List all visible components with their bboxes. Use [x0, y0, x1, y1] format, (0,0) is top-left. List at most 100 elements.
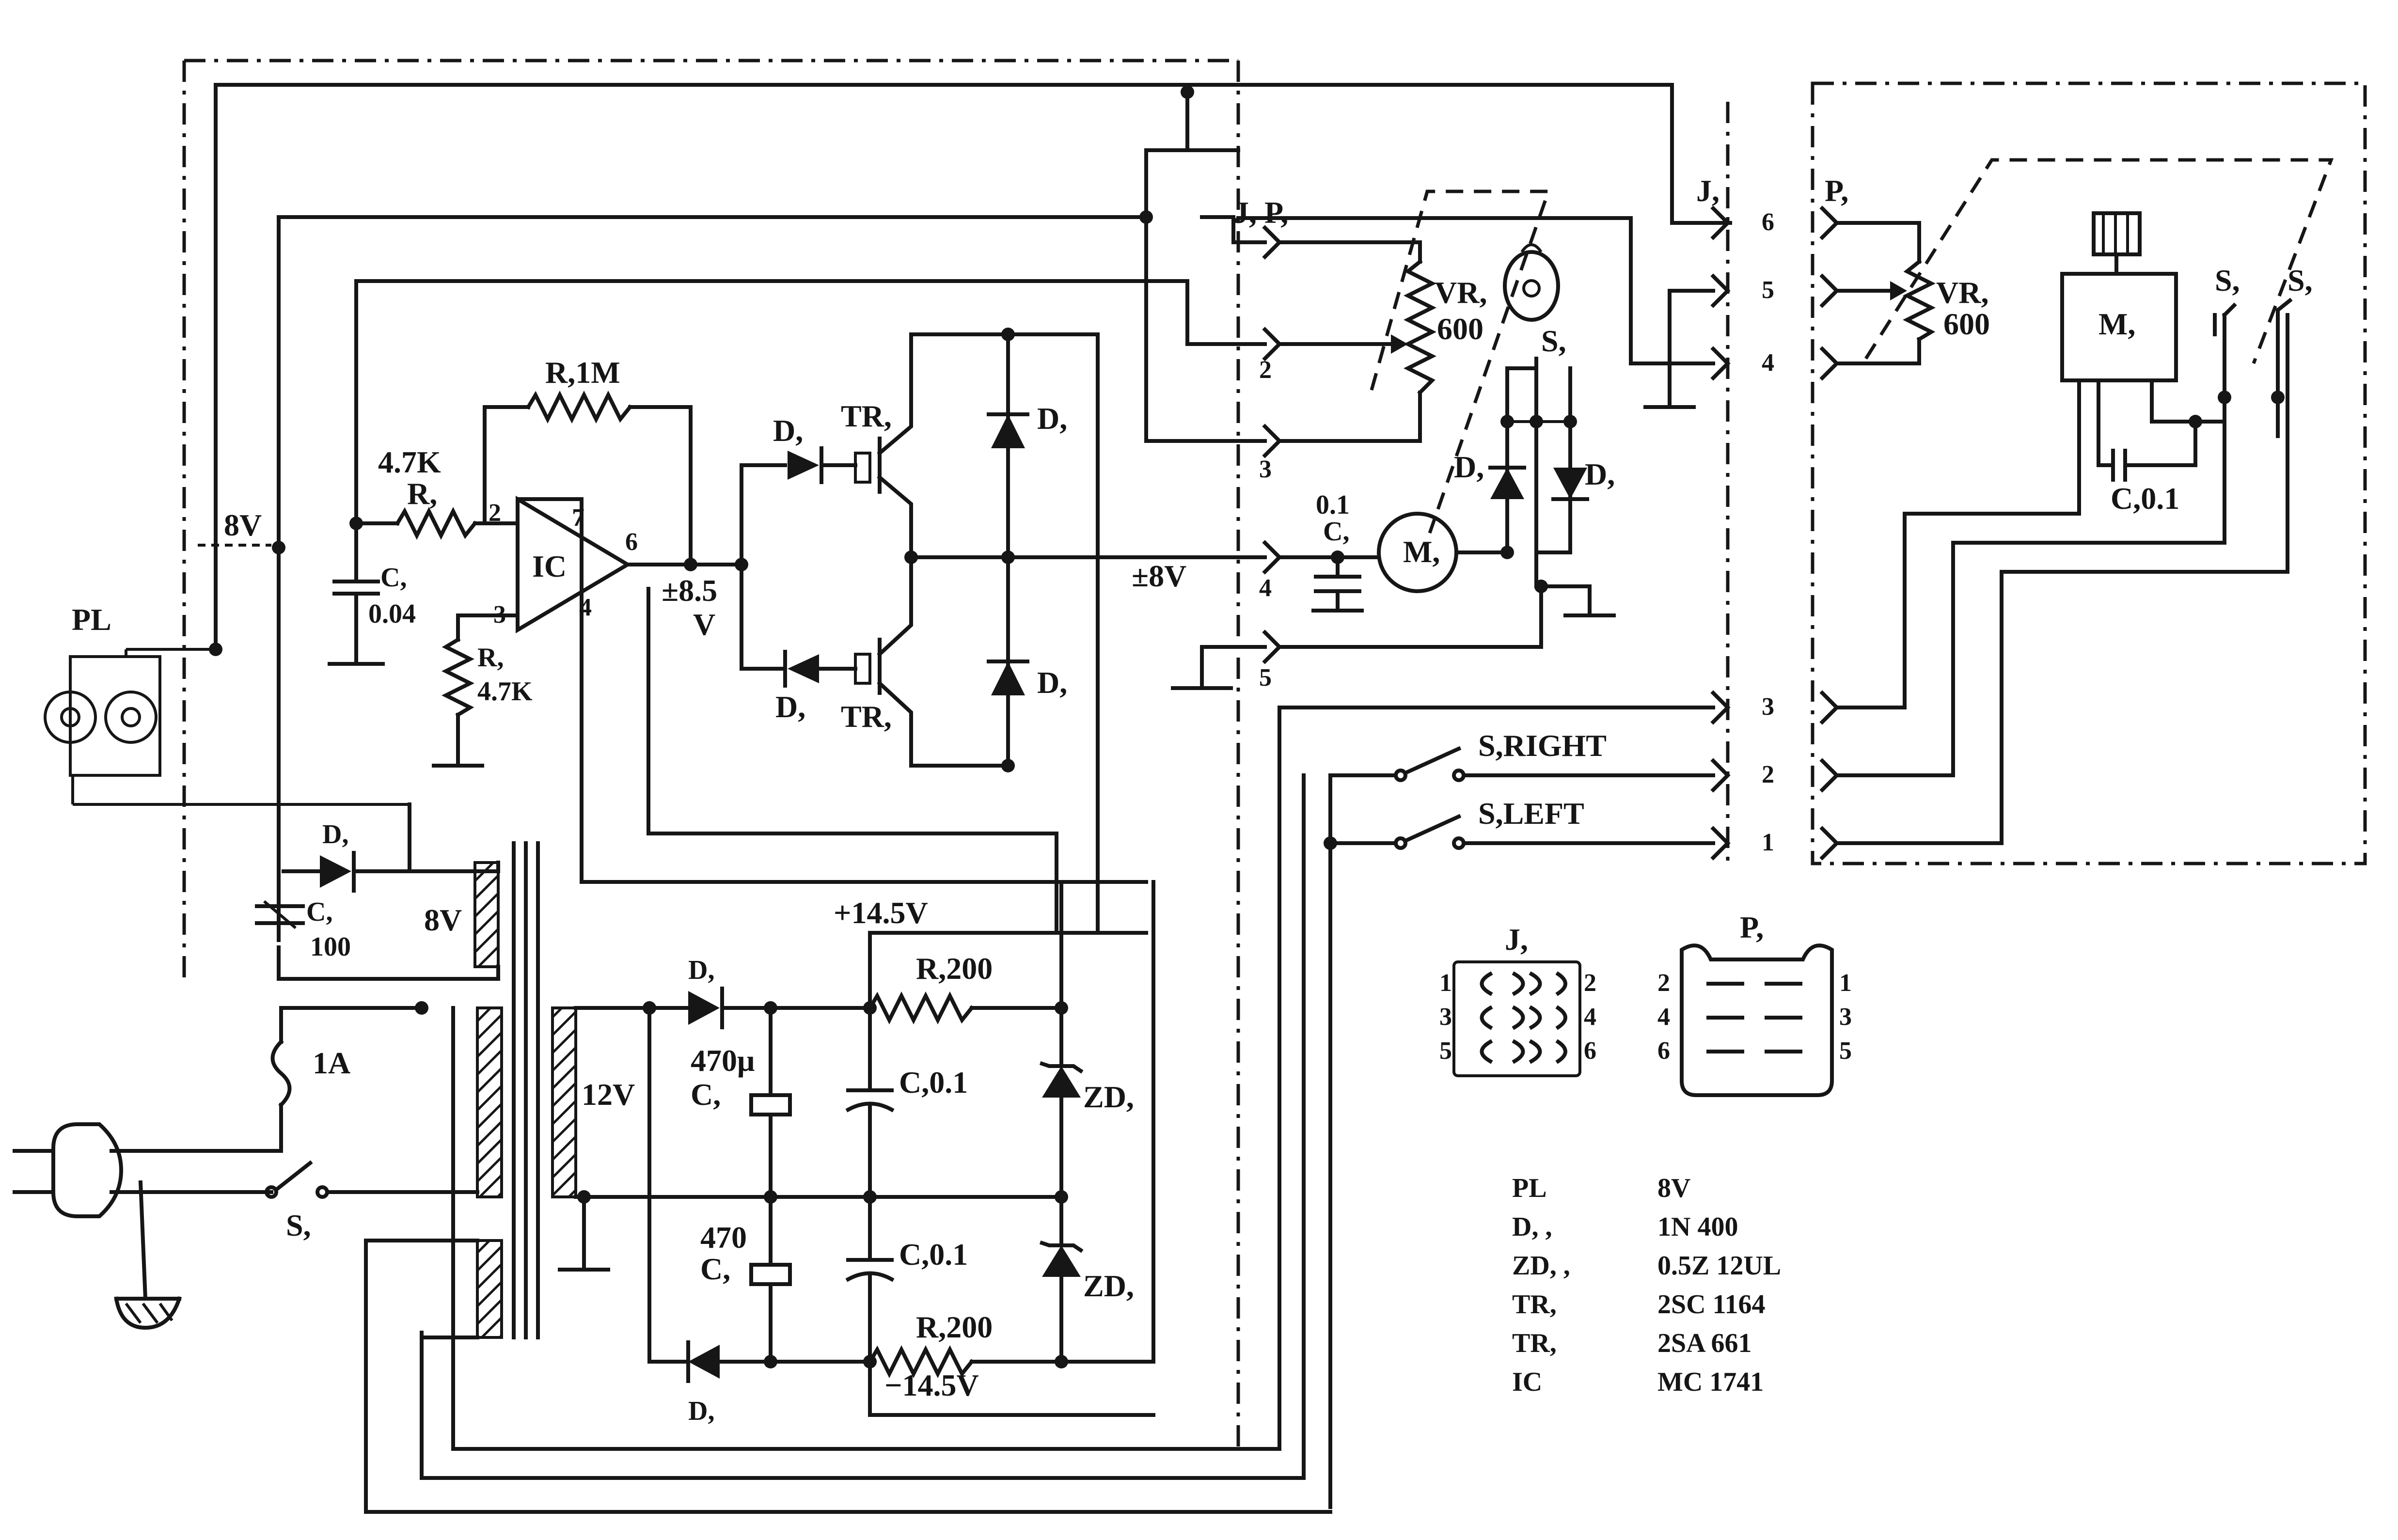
label-v-pm8-5: ±8.5: [662, 573, 717, 608]
label-vr-left-value: 600: [1437, 312, 1483, 346]
label-c-0-04-value: 0.04: [368, 599, 416, 629]
supply-8v-wiring: [209, 83, 1269, 942]
parts-list: PL 8V D, , 1N 400 ZD, , 0.5Z 12UL TR, 2S…: [1512, 1173, 1781, 1397]
label-d-pl: D,: [322, 819, 348, 849]
label-r1-name: R,: [407, 476, 437, 511]
label-j-pin-2: 2: [1584, 969, 1596, 997]
label-v-unit: V: [693, 607, 715, 642]
label-jr-5: 5: [1762, 276, 1774, 304]
parts-ref-5: IC: [1512, 1367, 1542, 1397]
label-r-1m: R,1M: [545, 355, 620, 390]
label-zd-bot: ZD,: [1083, 1269, 1134, 1303]
label-d-lower: D,: [775, 690, 805, 724]
label-v-pm8v: ±8V: [1132, 559, 1186, 593]
label-jr-1: 1: [1762, 829, 1774, 856]
connector-jp: [1200, 215, 1282, 664]
pilot-lamp: [44, 648, 410, 806]
label-j-pinout-title: J,: [1505, 922, 1528, 957]
bridge-diodes: [987, 328, 1100, 935]
label-p-pinout-title: P,: [1740, 910, 1764, 944]
label-j-pin-4: 4: [1584, 1003, 1596, 1031]
capacitor-c-0-1-motor: [1311, 555, 1364, 613]
label-c-0-1-bot: C,0.1: [899, 1237, 968, 1272]
capacitor-c-0-04: [328, 521, 385, 666]
label-p-pin-4: 4: [1657, 1003, 1670, 1031]
label-s-right-b: S,: [2288, 263, 2313, 298]
label-ic-pin6: 6: [625, 528, 638, 556]
label-p-pin-2: 2: [1657, 969, 1670, 997]
label-vr-right-name: VR,: [1936, 275, 1988, 310]
remote-capacitor: [2097, 378, 2226, 482]
label-8v-left: 8V: [224, 508, 262, 542]
zener-bottom: [1039, 1195, 1084, 1364]
remote-switches: [2213, 298, 2293, 438]
label-jr-2: 2: [1762, 761, 1774, 788]
label-d-motor-right: D,: [1585, 457, 1615, 491]
label-d-bridge-lower: D,: [1037, 665, 1067, 700]
remote-pot-vr: [1819, 205, 1936, 381]
label-r2-name: R,: [477, 643, 504, 673]
parts-ref-3: TR,: [1512, 1289, 1557, 1320]
transformer-primary: [476, 1006, 503, 1198]
label-fuse: 1A: [313, 1046, 350, 1080]
opamp-ic: [516, 495, 631, 634]
label-zd-top: ZD,: [1083, 1080, 1134, 1114]
label-m-right: M,: [2098, 307, 2135, 341]
label-d-motor-left: D,: [1454, 450, 1484, 484]
parts-ref-1: D, ,: [1512, 1212, 1552, 1242]
label-p-pin-5: 5: [1839, 1037, 1852, 1065]
label-r-200-top: R,200: [916, 951, 993, 986]
label-pl: PL: [72, 602, 111, 637]
remote-motor: [2060, 211, 2178, 382]
label-c-100-name: C,: [306, 897, 332, 927]
label-tr-lower: TR,: [841, 699, 892, 734]
psu-ground-rail: [558, 1006, 1068, 1364]
variable-resistor-vr-left: [1278, 240, 1436, 443]
label-r-200-bot: R,200: [916, 1310, 993, 1344]
power-switch-s1: [265, 1160, 479, 1199]
label-c-100-value: 100: [310, 932, 351, 962]
label-d-upper: D,: [773, 413, 803, 448]
parts-ref-4: TR,: [1512, 1328, 1557, 1358]
label-j-pin-5: 5: [1439, 1037, 1452, 1065]
label-cap-470-bot: 470: [700, 1220, 747, 1255]
label-s-right: S,RIGHT: [1478, 728, 1607, 763]
resistor-r1-4-7k: [354, 507, 520, 540]
resistor-r2-4-7k: [432, 613, 520, 768]
label-s-right-a: S,: [2215, 263, 2240, 298]
label-cap-470-top-name: C,: [691, 1077, 721, 1112]
ac-plug: [13, 1122, 273, 1330]
label-s1: S,: [286, 1208, 311, 1242]
transformer-aux-winding: [476, 1239, 503, 1339]
label-j-pin-3: 3: [1439, 1003, 1452, 1031]
label-ic: IC: [532, 549, 567, 583]
label-vr-right-value: 600: [1943, 307, 1990, 341]
label-c-0-1-top: C,0.1: [899, 1065, 968, 1100]
transistor-pair: [740, 332, 1010, 768]
label-v-p14-5: +14.5V: [834, 896, 928, 930]
parts-val-2: 0.5Z 12UL: [1657, 1251, 1781, 1281]
psu-negative: [647, 880, 1155, 1417]
label-conn-pin-2: 2: [1259, 356, 1272, 384]
label-c-0-1-value: 0.1: [1316, 490, 1350, 520]
label-c-0-04-name: C,: [380, 563, 407, 593]
transformer-winding-8v: [473, 861, 500, 968]
switch-s-left: [1324, 814, 1715, 850]
label-12v: 12V: [582, 1077, 635, 1112]
label-jr-3: 3: [1762, 693, 1774, 721]
label-jr-4: 4: [1762, 349, 1774, 377]
parts-val-3: 2SC 1164: [1657, 1289, 1766, 1320]
label-m1: M,: [1403, 534, 1440, 569]
pot-knob: [1503, 243, 1560, 322]
label-vr-left-name: VR,: [1435, 275, 1487, 310]
connector-j-pinout: [1452, 960, 1581, 1077]
parts-val-4: 2SA 661: [1657, 1328, 1752, 1358]
connector-j-right: [1236, 83, 1732, 861]
label-j-pin-6: 6: [1584, 1037, 1596, 1065]
motor-m1: [1278, 512, 1543, 649]
parts-ref-0: PL: [1512, 1173, 1547, 1203]
label-r2-value: 4.7K: [477, 676, 533, 707]
label-conn-pin-3: 3: [1259, 456, 1272, 483]
label-d-psu-bot: D,: [688, 1396, 714, 1426]
